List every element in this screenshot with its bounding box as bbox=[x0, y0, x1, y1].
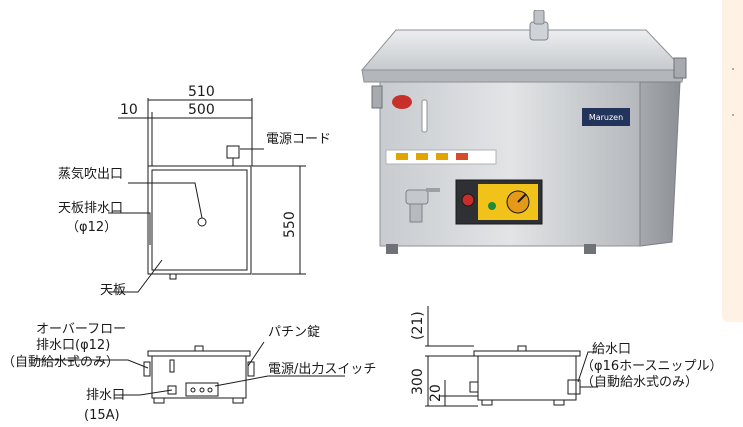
dim-offset: 10 bbox=[120, 102, 138, 118]
side-view-body bbox=[477, 355, 577, 401]
top-view-outer bbox=[147, 165, 252, 275]
power-cord-fitting bbox=[226, 145, 240, 159]
steamer-lid bbox=[360, 29, 686, 83]
status-indicator bbox=[488, 202, 496, 210]
side-panel bbox=[722, 0, 743, 322]
label-drain-1: 排水口 bbox=[86, 388, 126, 403]
brand-emblem bbox=[392, 95, 412, 109]
power-indicator bbox=[461, 193, 475, 207]
front-control-box bbox=[185, 382, 219, 397]
label-power-switch: 電源/出力スイッチ bbox=[268, 362, 377, 377]
dim-width-inner: 500 bbox=[188, 102, 215, 118]
steamer-side bbox=[639, 81, 681, 247]
label-steam-outlet: 蒸気吹出口 bbox=[58, 167, 124, 182]
brand-logo: Maruzen bbox=[589, 113, 623, 122]
dim-height-top: (21) bbox=[410, 311, 426, 340]
product-photo: Maruzen bbox=[360, 10, 687, 254]
side-view-top bbox=[473, 350, 581, 357]
faucet bbox=[405, 189, 429, 205]
dim-width-total: 510 bbox=[188, 84, 215, 100]
label-latch: パチン錠 bbox=[268, 325, 321, 340]
label-overflow-1: オーバーフロー bbox=[36, 322, 127, 337]
brand-plate bbox=[582, 108, 630, 126]
label-drain-2: (15A) bbox=[84, 408, 120, 423]
label-power-cord: 電源コード bbox=[266, 132, 332, 147]
dim-depth: 550 bbox=[282, 211, 298, 238]
label-top-drain-1: 天板排水口 bbox=[58, 201, 124, 216]
steam-outlet-circle bbox=[197, 217, 207, 227]
label-overflow-3: （自動給水式のみ） bbox=[2, 355, 120, 370]
front-view-body bbox=[151, 355, 247, 399]
top-view-inner bbox=[151, 169, 248, 271]
label-top-plate: 天板 bbox=[100, 283, 127, 298]
label-top-drain-2: （φ12） bbox=[66, 220, 118, 235]
label-overflow-2: 排水口(φ12) bbox=[36, 338, 111, 353]
label-water-inlet-3: （自動給水式のみ） bbox=[581, 375, 699, 390]
lid-handle bbox=[529, 10, 549, 41]
dim-height-bottom: 20 bbox=[428, 384, 444, 402]
dim-height-total: 300 bbox=[410, 368, 426, 395]
label-water-inlet-1: 給水口 bbox=[592, 342, 632, 357]
label-water-inlet-2: （φ16ホースニップル） bbox=[581, 359, 723, 374]
front-view-top bbox=[147, 350, 251, 357]
